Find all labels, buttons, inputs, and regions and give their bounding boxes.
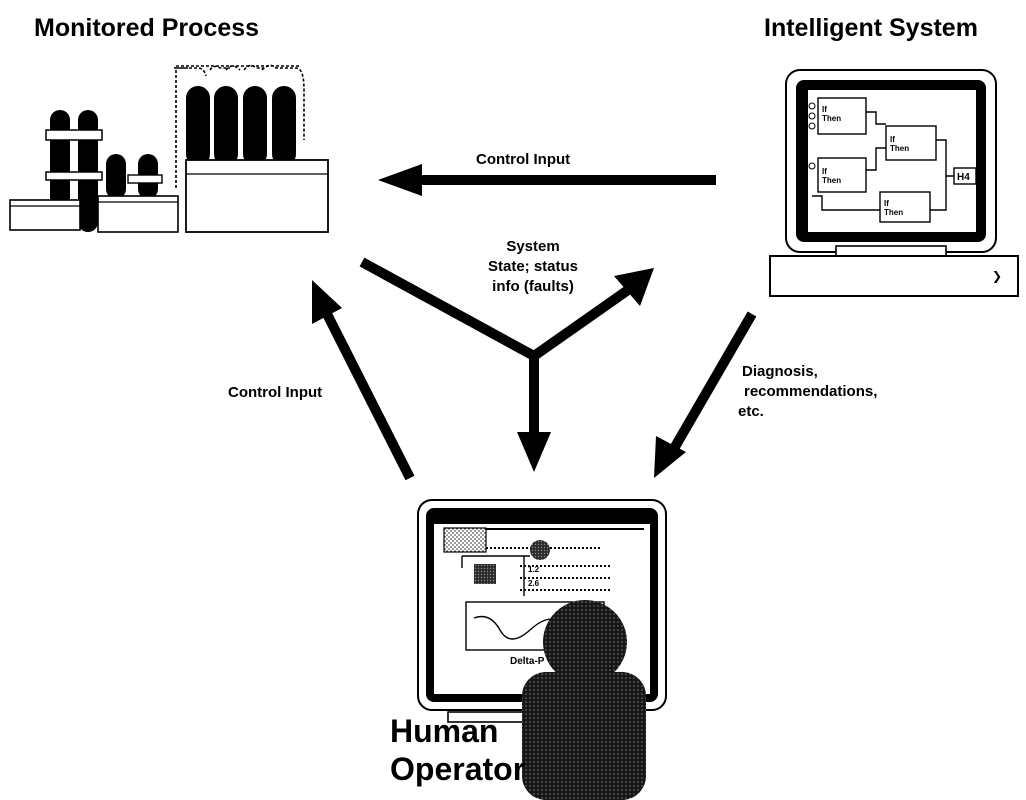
flow-arrows [312,164,757,481]
monitored-process-title: Monitored Process [34,14,260,42]
control-input-top-label: Control Input [476,151,571,168]
rule-output-h4: H4 [957,172,970,183]
system-state-label: System State; status info (faults) [458,237,608,297]
human-operator-line-2: Operator [390,751,526,787]
human-operator-title: Human Operator [390,712,525,788]
diagnosis-label: Diagnosis, recommendations, etc. [738,362,938,422]
diagnosis-line-2: recommendations, [744,383,878,400]
control-input-left-label: Control Input [228,384,323,401]
rule-1-then: Then [822,114,841,123]
rule-2-if: If [890,135,895,144]
diagnosis-line-1: Diagnosis, [742,363,818,380]
monitored-process-plant [9,64,329,233]
arrowhead-to-intelligent-system [614,268,654,306]
screen-row-label-2: 2.6 [528,579,540,588]
intelligent-system-title: Intelligent System [764,14,978,42]
arrowhead-to-process-left [312,280,342,324]
rule-3-if: If [822,167,827,176]
arrowhead-to-operator-right [654,436,686,478]
system-state-line-3: info (faults) [492,278,574,295]
intelligent-system-computer: ❯ If Then If Then If Then If Then H4 [769,69,1019,297]
system-state-line-1: System [506,238,560,255]
screen-row-label-1: 1.2 [528,565,540,574]
diagnosis-line-3: etc. [738,403,764,420]
arrowhead-to-process-top [378,164,422,196]
rule-1-if: If [822,105,827,114]
system-state-line-2: State; status [487,258,579,275]
human-operator-figure [522,600,646,800]
screen-delta-p-caption: Delta-P [510,656,545,667]
rule-2-then: Then [890,144,909,153]
human-operator-line-1: Human [390,713,499,749]
disk-slot-icon: ❯ [992,269,1002,283]
rule-4-if: If [884,199,889,208]
arrowhead-to-operator-center [517,432,551,472]
rule-3-then: Then [822,176,841,185]
rule-4-then: Then [884,208,903,217]
operator-head [543,600,627,684]
operator-body [522,672,646,800]
